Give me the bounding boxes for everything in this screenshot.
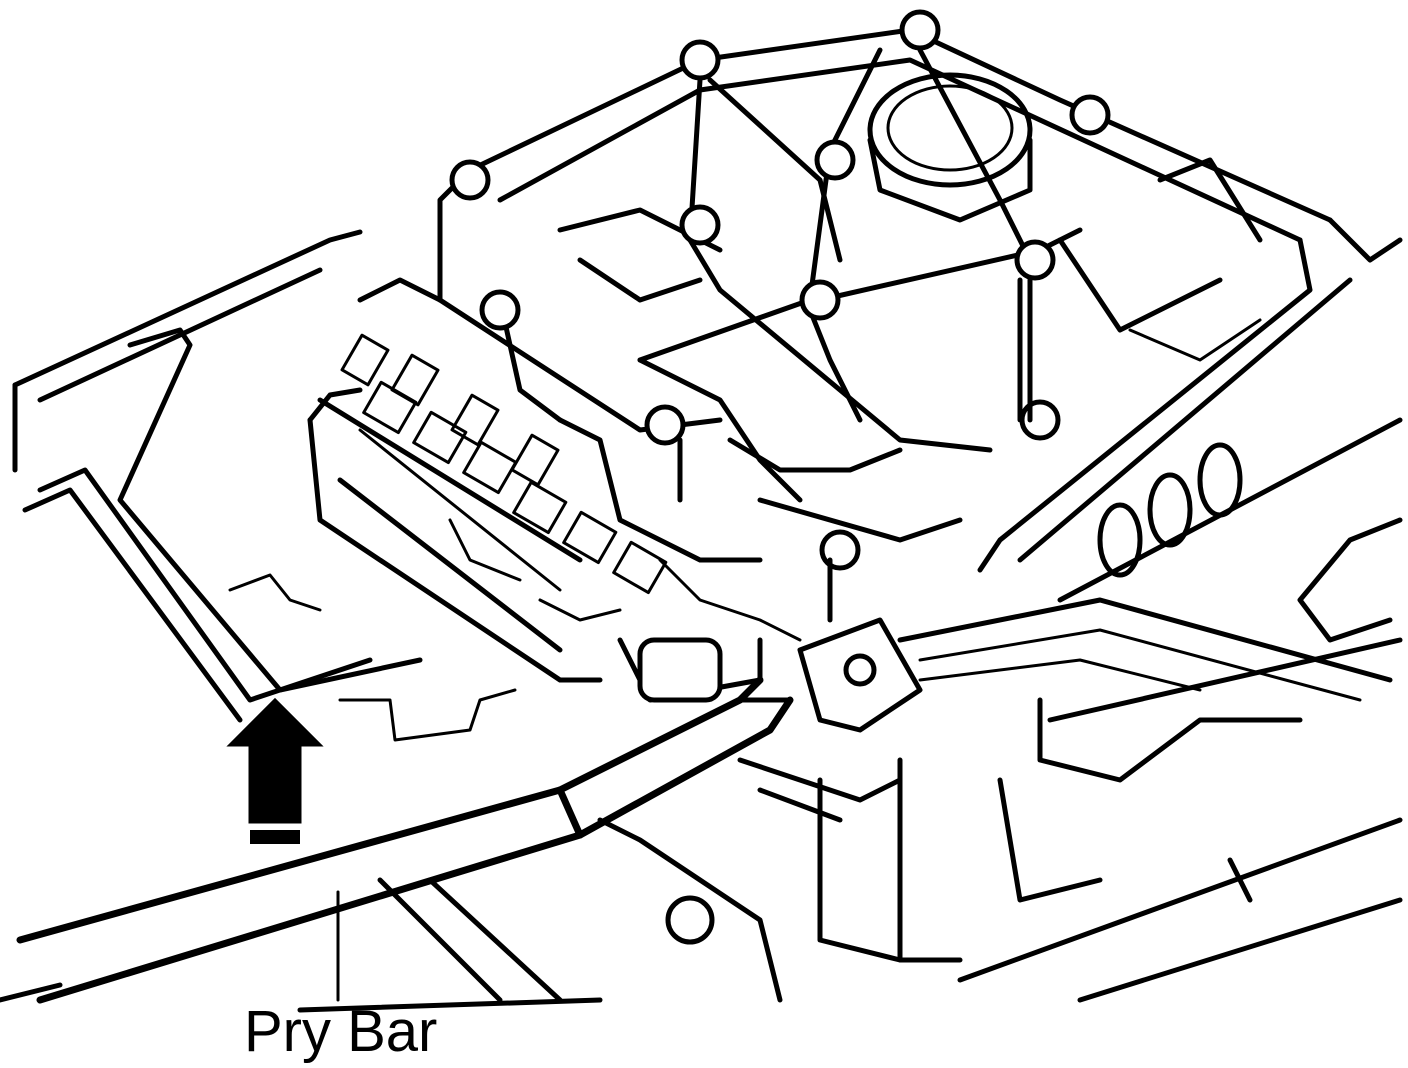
pry-bar (16, 676, 794, 1004)
valve-body (307, 167, 802, 683)
up-arrow-icon (226, 697, 324, 844)
case-right-side (817, 417, 1403, 1003)
bracket (597, 617, 923, 1003)
valve-body-frame (449, 9, 1403, 945)
transmission-case (0, 229, 603, 1013)
pry-bar-label: Pry Bar (244, 999, 438, 1064)
